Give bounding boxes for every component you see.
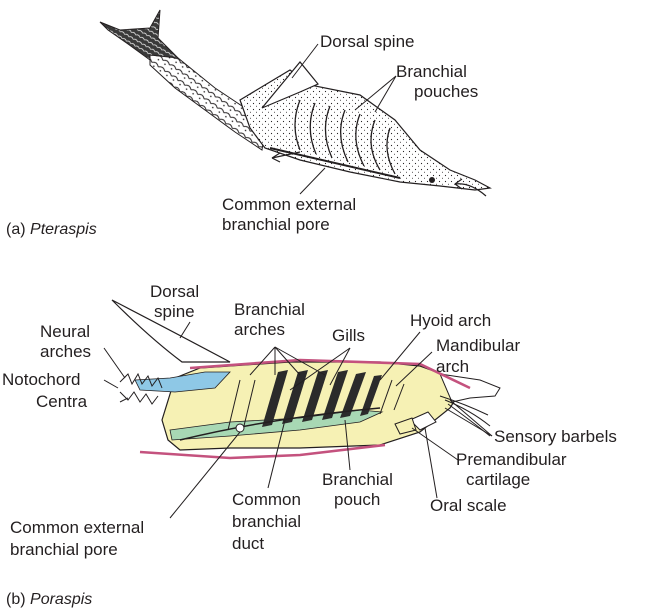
caption-panel-b: (b) Poraspis [6, 590, 92, 610]
label-neural-arches-line2: arches [40, 342, 91, 362]
label-branchial-arches-line2: arches [234, 320, 285, 340]
label-dorsal-spine-b-line2: spine [154, 302, 195, 322]
label-common-external-pore-a-line1: Common external [222, 195, 356, 215]
label-branchial-pouches-line2: pouches [414, 82, 478, 102]
label-centra: Centra [36, 392, 87, 412]
caption-panel-a-prefix: (a) [6, 221, 26, 238]
label-branchial-arches-line1: Branchial [234, 300, 305, 320]
label-neural-arches-line1: Neural [40, 322, 90, 342]
poraspis-external-pore [236, 424, 244, 432]
label-common-duct-line3: duct [232, 534, 264, 554]
label-mandibular-arch-line2: arch [436, 357, 469, 377]
poraspis-centra [120, 392, 158, 404]
label-branchial-pouches-line1: Branchial [396, 62, 467, 82]
label-hyoid-arch: Hyoid arch [410, 311, 491, 331]
label-branchial-pouch-line2: pouch [334, 490, 380, 510]
label-common-duct-line1: Common [232, 490, 301, 510]
label-common-duct-line2: branchial [232, 512, 301, 532]
pteraspis-eye [429, 177, 435, 183]
pteraspis-illustration [100, 10, 490, 196]
caption-panel-a-species: Pteraspis [30, 221, 97, 238]
label-common-external-pore-a-line2: branchial pore [222, 215, 330, 235]
label-premandibular-line1: Premandibular [456, 450, 567, 470]
label-dorsal-spine-a: Dorsal spine [320, 32, 415, 52]
caption-panel-a: (a) Pteraspis [6, 220, 97, 240]
label-sensory-barbels: Sensory barbels [494, 427, 617, 447]
label-oral-scale: Oral scale [430, 496, 507, 516]
label-premandibular-line2: cartilage [466, 470, 530, 490]
poraspis-illustration [104, 300, 500, 518]
caption-panel-b-species: Poraspis [30, 591, 92, 608]
label-common-external-pore-b-line1: Common external [10, 518, 144, 538]
label-common-external-pore-b-line2: branchial pore [10, 540, 118, 560]
label-mandibular-arch-line1: Mandibular [436, 336, 520, 356]
caption-panel-b-prefix: (b) [6, 591, 26, 608]
label-branchial-pouch-line1: Branchial [322, 470, 393, 490]
label-notochord: Notochord [2, 370, 80, 390]
label-gills: Gills [332, 326, 365, 346]
label-dorsal-spine-b-line1: Dorsal [150, 282, 199, 302]
